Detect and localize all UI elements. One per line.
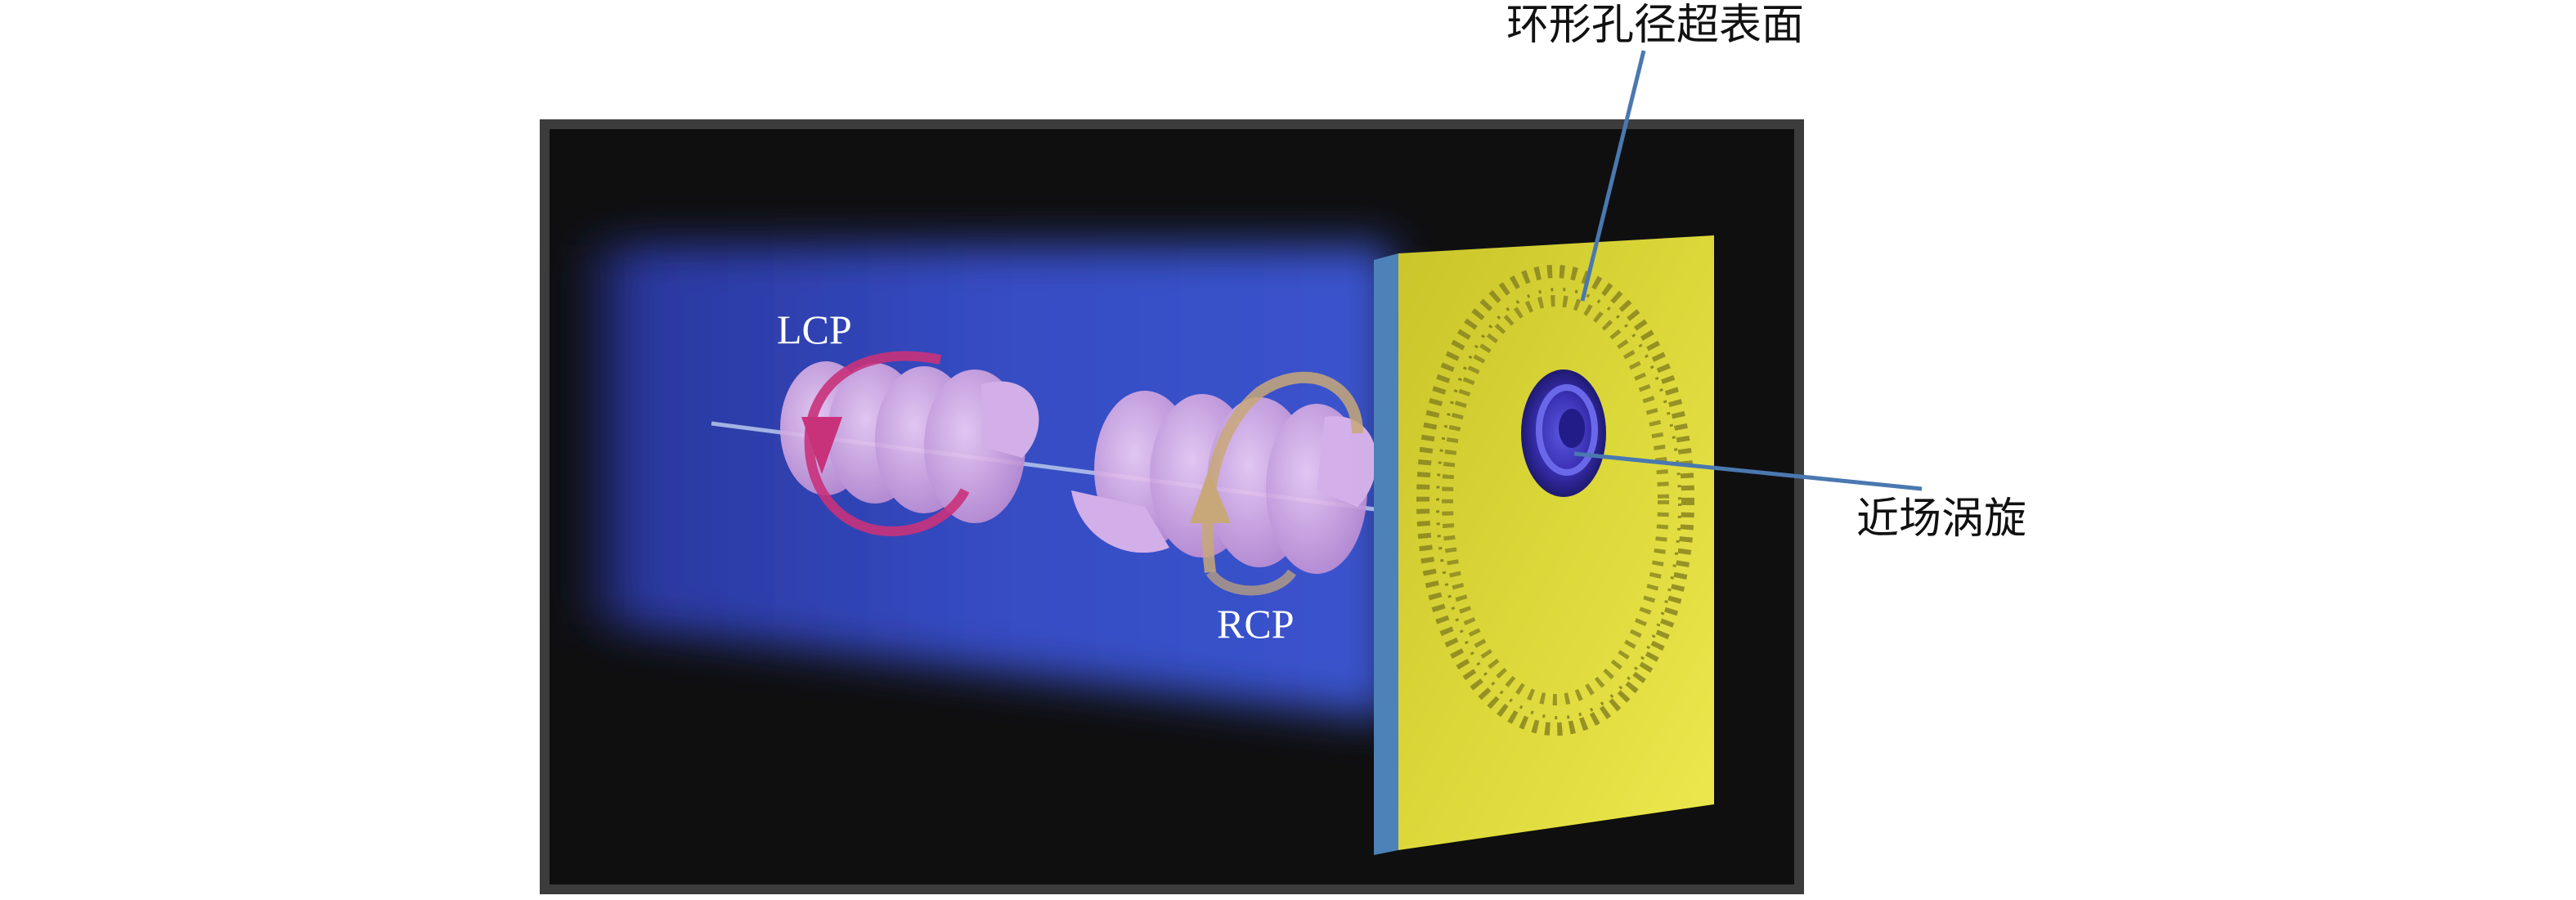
metasurface-label: 环形孔径超表面: [1506, 2, 1804, 49]
vortex-leader-line: [1573, 451, 1923, 491]
rcp-label: RCP: [1217, 601, 1295, 647]
metasurface-leader-line: [1580, 50, 1646, 302]
metasurface-plate: [1374, 235, 1714, 855]
annular-aperture-inner: [1442, 295, 1669, 705]
lcp-label: LCP: [777, 307, 852, 352]
annular-aperture-shadow: [1436, 288, 1681, 719]
lcp-helix: [780, 361, 1039, 523]
plate-face: [1398, 235, 1714, 850]
lcp-rotation-arrow: [801, 351, 970, 537]
annular-aperture-outer: [1416, 265, 1694, 736]
rcp-rotation-arrow: [1190, 371, 1363, 596]
near-field-vortex-label: 近场涡旋: [1856, 496, 2026, 543]
rcp-helix: [1071, 391, 1377, 574]
near-field-vortex: [1521, 369, 1606, 497]
plate-edge: [1374, 253, 1398, 855]
